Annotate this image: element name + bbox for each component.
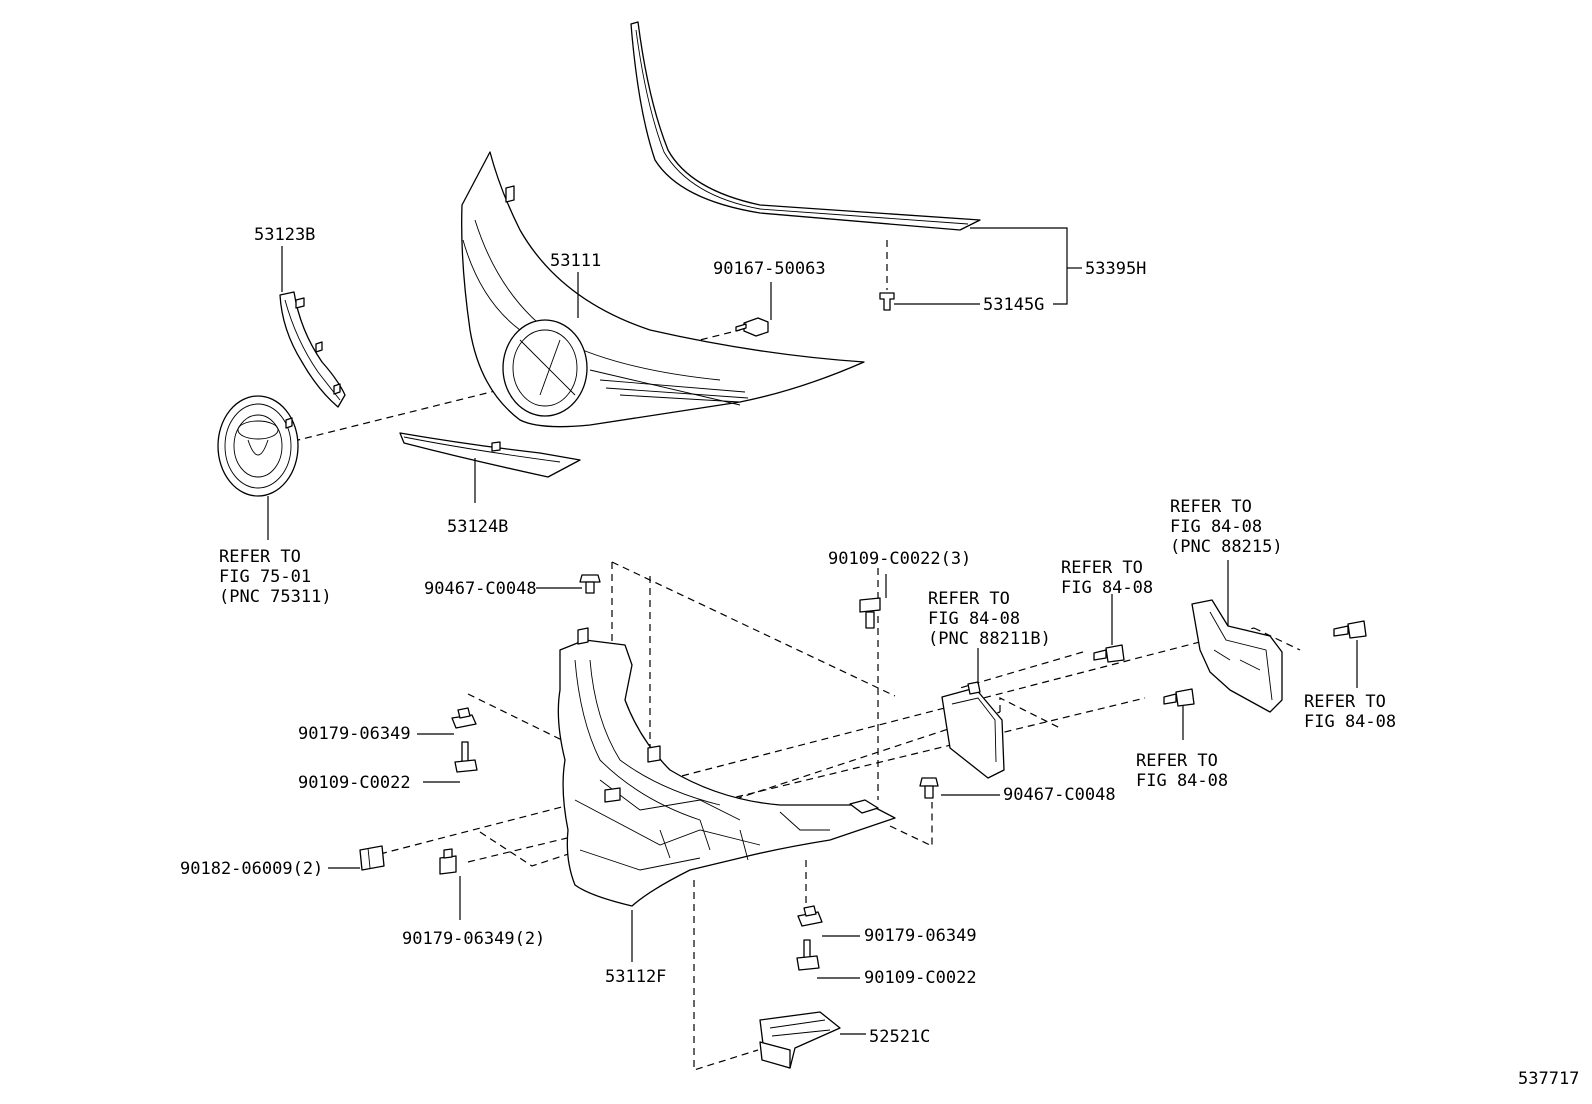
emblem <box>217 395 299 497</box>
refer-88211b-line3: (PNC 88211B) <box>928 629 1051 649</box>
label-53145g: 53145G <box>983 295 1044 315</box>
refer-88215-line3: (PNC 88215) <box>1170 537 1283 557</box>
refer-b-line1: REFER TO <box>1136 751 1218 771</box>
bracket-88215 <box>1191 599 1283 713</box>
bolt-90167-50063 <box>735 317 769 337</box>
label-90182: 90182-06009(2) <box>180 859 323 879</box>
refer-emblem-line1: REFER TO <box>219 547 301 567</box>
label-90109-left: 90109-C0022 <box>298 773 411 793</box>
bolt-refer-c <box>1333 620 1367 639</box>
bolt-90109-left <box>454 741 478 773</box>
upper-moulding-strip <box>630 21 981 231</box>
bolt-90109-3 <box>859 597 881 629</box>
label-90109-3: 90109-C0022(3) <box>828 549 971 569</box>
label-90467-top: 90467-C0048 <box>424 579 537 599</box>
grille-side-trim-53123b <box>279 291 346 408</box>
label-53123b: 53123B <box>254 225 315 245</box>
fastener-90467-top <box>579 574 601 594</box>
refer-a-line2: FIG 84-08 <box>1061 578 1153 598</box>
nut-90179-bottom <box>797 905 823 927</box>
bolt-90109-bottom <box>796 939 820 971</box>
nut-90179-left <box>451 707 477 729</box>
grille-lower-trim-53124b <box>399 432 581 478</box>
duct-52521c <box>759 1011 841 1069</box>
sensor-bracket-88211b <box>941 681 1005 779</box>
refer-emblem-line2: FIG 75-01 <box>219 567 311 587</box>
bolt-refer-a <box>1093 644 1125 663</box>
label-90167-50063: 90167-50063 <box>713 259 826 279</box>
label-53124b: 53124B <box>447 517 508 537</box>
refer-c-line2: FIG 84-08 <box>1304 712 1396 732</box>
refer-b-line2: FIG 84-08 <box>1136 771 1228 791</box>
label-90467-right: 90467-C0048 <box>1003 785 1116 805</box>
label-90179-pair: 90179-06349(2) <box>402 929 545 949</box>
refer-emblem-line3: (PNC 75311) <box>219 587 332 607</box>
label-90179-bottom: 90179-06349 <box>864 926 977 946</box>
grille-support-53112f <box>557 627 896 907</box>
refer-88211b-line1: REFER TO <box>928 589 1010 609</box>
radiator-grille-53111 <box>461 151 865 428</box>
nut-90179-pair <box>439 848 457 875</box>
fastener-90467-right <box>919 777 939 799</box>
label-90179-left: 90179-06349 <box>298 724 411 744</box>
label-53111: 53111 <box>550 251 601 271</box>
figure-number: 537717 <box>1518 1069 1579 1089</box>
refer-88215-line2: FIG 84-08 <box>1170 517 1262 537</box>
label-90109-bottom: 90109-C0022 <box>864 968 977 988</box>
refer-88215-line1: REFER TO <box>1170 497 1252 517</box>
refer-c-line1: REFER TO <box>1304 692 1386 712</box>
refer-a-line1: REFER TO <box>1061 558 1143 578</box>
label-52521c: 52521C <box>869 1027 930 1047</box>
bolt-refer-b <box>1163 688 1195 707</box>
leader-lines <box>267 227 1358 1035</box>
label-53112f: 53112F <box>605 967 666 987</box>
refer-88211b-line2: FIG 84-08 <box>928 609 1020 629</box>
clip-53145g <box>879 292 895 311</box>
callout-labels: 53123B 53111 90167-50063 53395H 53145G 5… <box>180 225 1579 1089</box>
label-53395h: 53395H <box>1085 259 1146 279</box>
grommet-90182 <box>359 845 385 871</box>
